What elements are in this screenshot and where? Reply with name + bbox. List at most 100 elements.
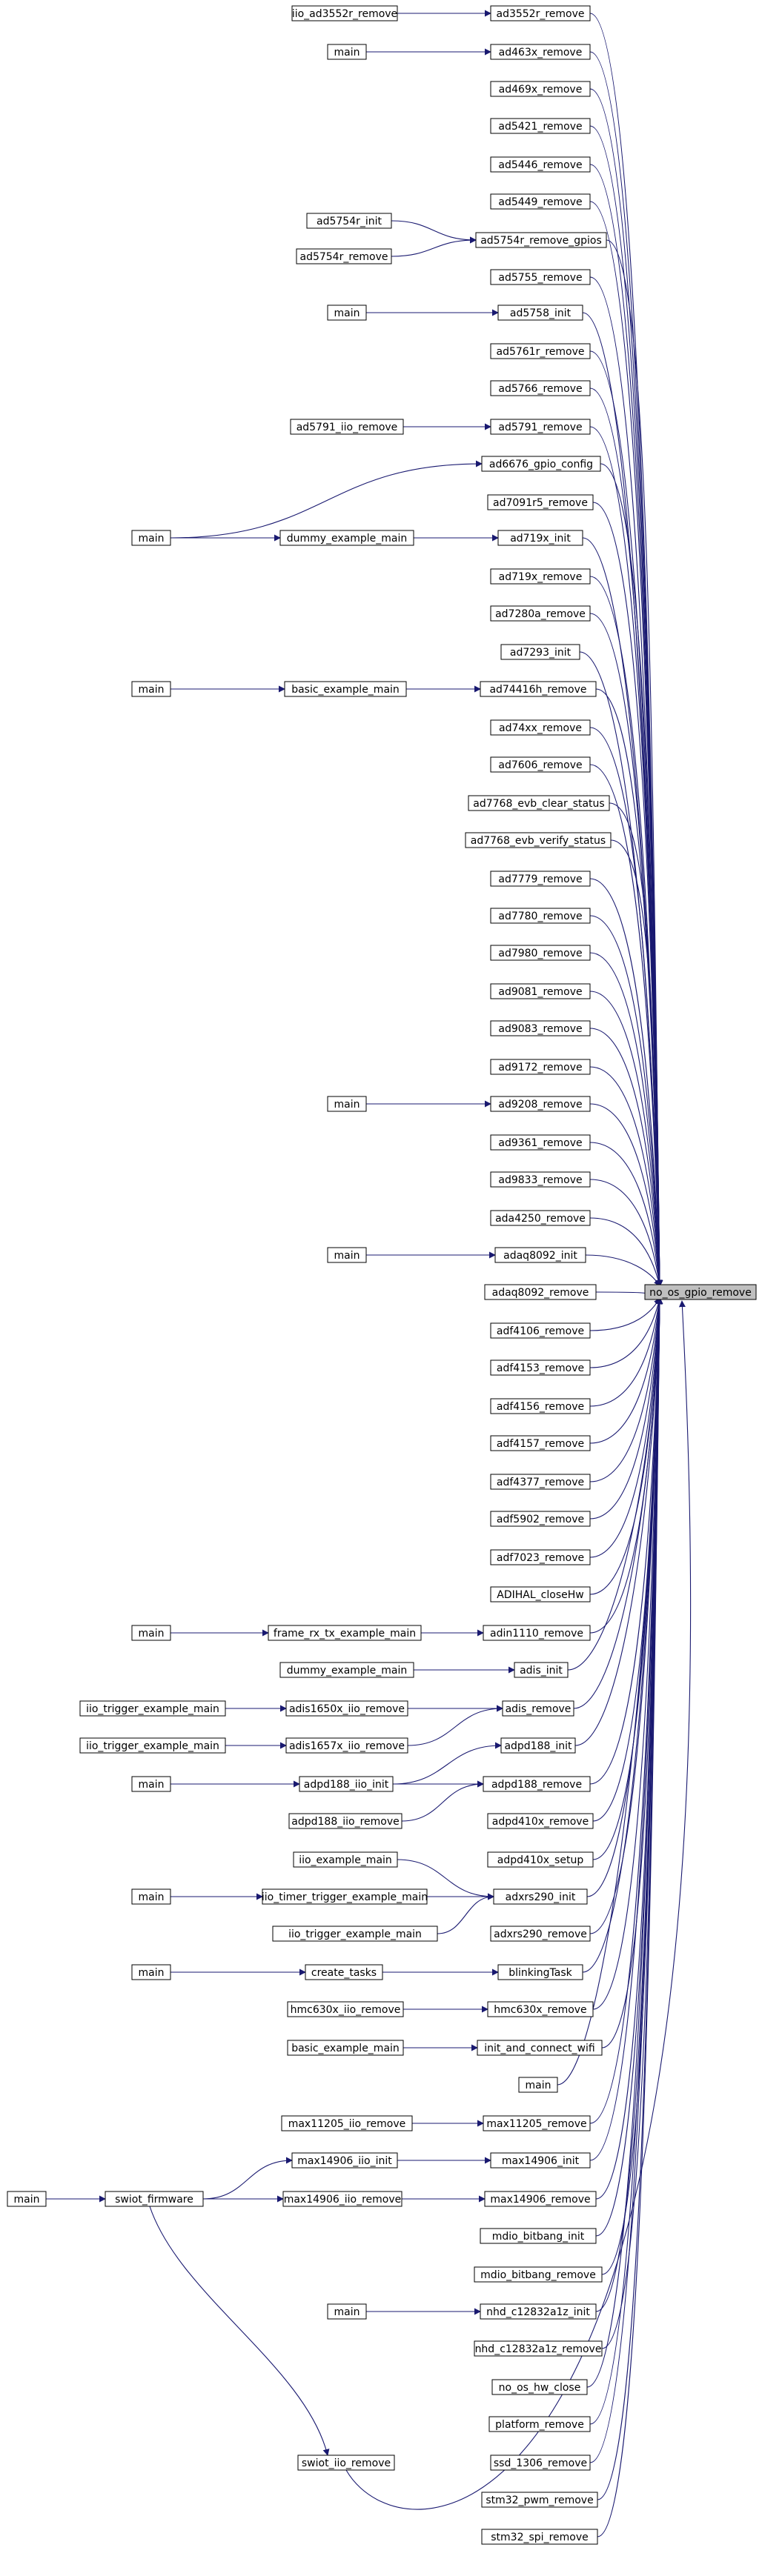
- graph-node[interactable]: max11205_remove: [483, 2115, 591, 2131]
- graph-node[interactable]: max11205_iio_remove: [281, 2115, 413, 2131]
- graph-node[interactable]: stm32_spi_remove: [481, 2529, 598, 2545]
- graph-node[interactable]: iio_ad3552r_remove: [291, 5, 398, 21]
- graph-node[interactable]: ad7780_remove: [490, 908, 591, 924]
- graph-node[interactable]: platform_remove: [488, 2416, 591, 2432]
- graph-node[interactable]: mdio_bitbang_remove: [474, 2266, 603, 2283]
- graph-node[interactable]: iio_trigger_example_main: [79, 1737, 226, 1754]
- graph-node[interactable]: main: [327, 2303, 367, 2320]
- graph-node[interactable]: no_os_gpio_remove: [644, 1284, 757, 1300]
- graph-node[interactable]: ad7280a_remove: [490, 605, 591, 622]
- graph-node[interactable]: ad3552r_remove: [490, 5, 591, 21]
- graph-node[interactable]: iio_example_main: [293, 1851, 398, 1868]
- graph-node[interactable]: hmc630x_iio_remove: [287, 2001, 404, 2017]
- graph-node[interactable]: ad463x_remove: [490, 44, 591, 60]
- graph-node[interactable]: init_and_connect_wifi: [477, 2040, 603, 2056]
- graph-node[interactable]: ad5421_remove: [490, 118, 591, 134]
- graph-node[interactable]: ad5791_iio_remove: [290, 419, 404, 435]
- graph-node[interactable]: main: [327, 44, 367, 60]
- graph-node[interactable]: ad74416h_remove: [480, 681, 597, 697]
- graph-node[interactable]: ad719x_remove: [490, 568, 591, 585]
- graph-node[interactable]: ad9083_remove: [490, 1020, 591, 1036]
- graph-node[interactable]: ad5754r_remove_gpios: [475, 232, 607, 248]
- graph-node[interactable]: adf4157_remove: [490, 1435, 591, 1451]
- graph-node[interactable]: adf4106_remove: [490, 1322, 591, 1339]
- graph-node[interactable]: adf4377_remove: [490, 1474, 591, 1490]
- graph-node[interactable]: basic_example_main: [284, 681, 407, 697]
- graph-node[interactable]: adpd410x_setup: [487, 1851, 594, 1868]
- graph-node[interactable]: ad7606_remove: [490, 756, 591, 773]
- graph-node[interactable]: ad5754r_init: [306, 213, 392, 229]
- graph-node[interactable]: ad5761r_remove: [490, 343, 591, 359]
- graph-node[interactable]: adaq8092_remove: [484, 1284, 597, 1300]
- graph-node[interactable]: nhd_c12832a1z_init: [480, 2303, 597, 2320]
- graph-node[interactable]: ad5758_init: [497, 304, 583, 321]
- graph-node[interactable]: ad7293_init: [500, 644, 580, 660]
- graph-node[interactable]: stm32_pwm_remove: [481, 2492, 598, 2508]
- graph-node[interactable]: basic_example_main: [287, 2040, 404, 2056]
- graph-node[interactable]: adpd188_init: [500, 1737, 576, 1754]
- graph-node[interactable]: ad719x_init: [497, 530, 583, 546]
- graph-node[interactable]: main: [131, 530, 171, 546]
- graph-node[interactable]: ad6676_gpio_config: [481, 456, 601, 472]
- graph-node[interactable]: ad5449_remove: [490, 193, 591, 210]
- graph-node[interactable]: main: [327, 1247, 367, 1263]
- graph-node[interactable]: adf7023_remove: [490, 1549, 591, 1565]
- graph-node[interactable]: main: [518, 2077, 558, 2093]
- graph-node[interactable]: no_os_hw_close: [491, 2379, 588, 2395]
- graph-node[interactable]: adf5902_remove: [490, 1511, 591, 1527]
- graph-node[interactable]: ad9081_remove: [490, 983, 591, 999]
- graph-node[interactable]: adpd188_iio_init: [299, 1776, 394, 1792]
- graph-node[interactable]: adis_remove: [502, 1700, 574, 1717]
- graph-node[interactable]: adis_init: [514, 1662, 569, 1678]
- graph-node[interactable]: adpd410x_remove: [487, 1813, 594, 1829]
- graph-node[interactable]: iio_timer_trigger_example_main: [262, 1888, 428, 1905]
- graph-node[interactable]: iio_trigger_example_main: [272, 1926, 438, 1942]
- graph-node[interactable]: adin1110_remove: [483, 1625, 591, 1641]
- graph-node[interactable]: ad5755_remove: [490, 269, 591, 285]
- graph-node[interactable]: max14906_iio_remove: [282, 2191, 402, 2207]
- graph-node[interactable]: ad7768_evb_verify_status: [465, 832, 612, 848]
- graph-node[interactable]: ad5791_remove: [490, 419, 591, 435]
- graph-node[interactable]: dummy_example_main: [279, 1662, 414, 1678]
- graph-node[interactable]: ad9833_remove: [490, 1171, 591, 1188]
- graph-node[interactable]: ad74xx_remove: [490, 719, 591, 736]
- graph-node[interactable]: main: [131, 1776, 171, 1792]
- graph-node[interactable]: ADIHAL_closeHw: [490, 1586, 591, 1602]
- graph-node[interactable]: adaq8092_init: [494, 1247, 586, 1263]
- graph-node[interactable]: adxrs290_init: [493, 1888, 588, 1905]
- graph-node[interactable]: adxrs290_remove: [490, 1926, 591, 1942]
- graph-node[interactable]: ad9172_remove: [490, 1059, 591, 1075]
- graph-node[interactable]: main: [131, 1888, 171, 1905]
- graph-node[interactable]: mdio_bitbang_init: [480, 2228, 597, 2244]
- graph-node[interactable]: ad7980_remove: [490, 945, 591, 961]
- graph-node[interactable]: ad5446_remove: [490, 156, 591, 173]
- graph-node[interactable]: adf4156_remove: [490, 1398, 591, 1414]
- graph-node[interactable]: main: [327, 1096, 367, 1112]
- graph-node[interactable]: ad5766_remove: [490, 380, 591, 396]
- graph-node[interactable]: main: [131, 1964, 171, 1980]
- graph-node[interactable]: ad7091r5_remove: [487, 494, 594, 510]
- graph-node[interactable]: create_tasks: [305, 1964, 383, 1980]
- graph-node[interactable]: nhd_c12832a1z_remove: [474, 2340, 603, 2357]
- graph-node[interactable]: ad7779_remove: [490, 871, 591, 887]
- graph-node[interactable]: ad9208_remove: [490, 1096, 591, 1112]
- graph-node[interactable]: main: [327, 304, 367, 321]
- graph-node[interactable]: hmc630x_remove: [487, 2001, 594, 2017]
- graph-node[interactable]: max14906_init: [490, 2152, 591, 2169]
- graph-node[interactable]: main: [131, 681, 171, 697]
- graph-node[interactable]: adis1650x_iio_remove: [285, 1700, 408, 1717]
- graph-node[interactable]: max14906_iio_init: [291, 2152, 398, 2169]
- graph-node[interactable]: swiot_iio_remove: [297, 2454, 395, 2471]
- graph-node[interactable]: blinkingTask: [497, 1964, 583, 1980]
- graph-node[interactable]: ssd_1306_remove: [490, 2454, 591, 2471]
- graph-node[interactable]: main: [7, 2191, 47, 2207]
- graph-node[interactable]: max14906_remove: [484, 2191, 597, 2207]
- graph-node[interactable]: main: [131, 1625, 171, 1641]
- graph-node[interactable]: ad5754r_remove: [296, 248, 392, 264]
- graph-node[interactable]: ad9361_remove: [490, 1134, 591, 1151]
- graph-node[interactable]: adis1657x_iio_remove: [285, 1737, 408, 1754]
- graph-node[interactable]: iio_trigger_example_main: [79, 1700, 226, 1717]
- graph-node[interactable]: frame_rx_tx_example_main: [268, 1625, 422, 1641]
- graph-node[interactable]: adf4153_remove: [490, 1359, 591, 1376]
- graph-node[interactable]: ada4250_remove: [490, 1210, 591, 1226]
